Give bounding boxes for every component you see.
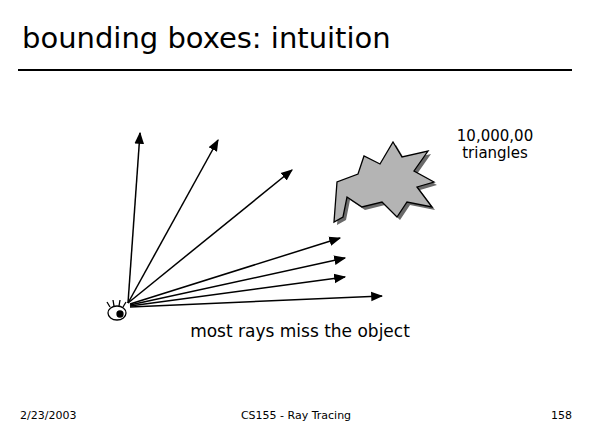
footer-date: 2/23/2003 bbox=[20, 410, 76, 423]
eye-symbol bbox=[107, 300, 126, 320]
object-label: 10,000,00 triangles bbox=[455, 128, 535, 163]
slide-caption: most rays miss the object bbox=[190, 322, 410, 342]
page-number: 158 bbox=[551, 410, 572, 423]
footer-course: CS155 - Ray Tracing bbox=[241, 410, 351, 423]
triangle-mesh-object bbox=[334, 142, 434, 222]
title-rule bbox=[18, 69, 572, 71]
slide-title: bounding boxes: intuition bbox=[22, 22, 391, 55]
